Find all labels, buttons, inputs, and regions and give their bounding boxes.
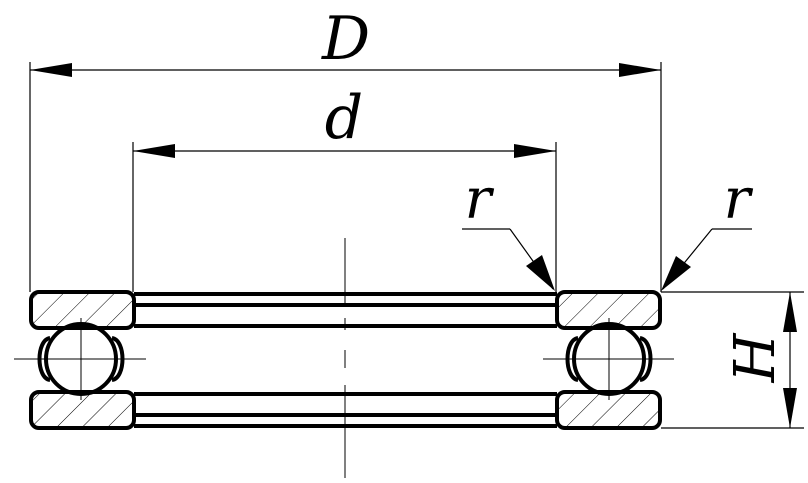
top-washer <box>29 290 662 330</box>
radius-leader-right: r <box>661 167 754 291</box>
arrowhead-r-left <box>526 255 555 291</box>
label-D: D <box>321 4 370 74</box>
hatch-top-right <box>557 292 660 328</box>
arrowhead-r-right <box>661 256 691 291</box>
cage-left-outer-arc <box>37 336 51 382</box>
arrowhead-D-left <box>30 63 72 77</box>
ball-left-circle <box>44 322 118 396</box>
dimension-d: d <box>132 83 557 292</box>
cage-left-inner-arc <box>111 336 125 382</box>
ball-right <box>565 322 653 396</box>
washer-top-right-section <box>555 290 662 330</box>
hatch-bottom-left <box>31 392 134 428</box>
ball-right-circle <box>572 322 646 396</box>
arrowhead-d-left <box>133 144 175 158</box>
hatch-top-left <box>31 292 134 328</box>
dimension-H: H <box>661 291 804 429</box>
cage-right-outer-arc <box>639 336 653 382</box>
arrowhead-D-right <box>619 63 661 77</box>
label-H: H <box>723 332 788 383</box>
label-r-right: r <box>724 167 754 232</box>
arrowhead-d-right <box>514 144 556 158</box>
bottom-washer <box>29 390 662 430</box>
label-d: d <box>325 83 363 153</box>
dimension-D: D <box>29 4 662 292</box>
label-r-left: r <box>465 167 495 232</box>
hatch-bottom-right <box>557 392 660 428</box>
arrowhead-H-bottom <box>783 388 797 428</box>
arrowhead-H-top <box>783 292 797 332</box>
ball-left <box>37 322 125 396</box>
washer-top-left-section <box>29 290 136 330</box>
cage-right-inner-arc <box>565 336 579 382</box>
radius-leader-left: r <box>462 167 555 291</box>
